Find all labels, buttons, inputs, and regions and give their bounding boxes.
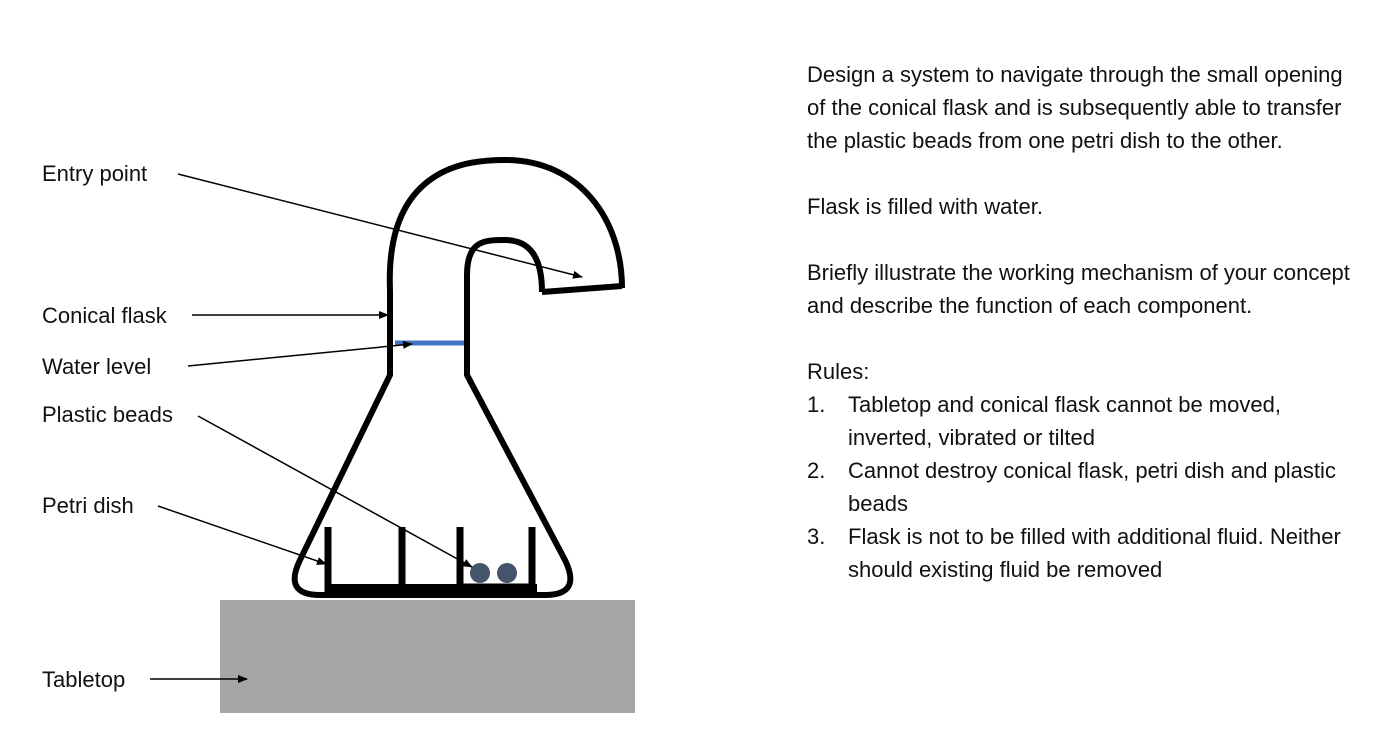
arrow-water-level xyxy=(187,340,413,367)
rule-item: 1. Tabletop and conical flask cannot be … xyxy=(807,388,1367,454)
label-petri-dish: Petri dish xyxy=(42,493,134,518)
rule-item: 3. Flask is not to be filled with additi… xyxy=(807,520,1367,586)
rules-heading: Rules: xyxy=(807,359,870,384)
tabletop xyxy=(220,600,635,713)
label-conical-flask: Conical flask xyxy=(42,303,167,328)
label-tabletop: Tabletop xyxy=(42,667,126,692)
label-plastic-beads: Plastic beads xyxy=(42,402,173,427)
task-description: Design a system to navigate through the … xyxy=(807,62,1343,153)
arrow-petri-dish xyxy=(157,505,327,565)
plastic-bead xyxy=(470,563,490,583)
arrow-entry-point xyxy=(177,173,583,279)
entry-tube-inner xyxy=(464,236,545,293)
illustrate-instruction: Briefly illustrate the working mechanism… xyxy=(807,260,1350,318)
rule-text: Cannot destroy conical flask, petri dish… xyxy=(848,458,1336,516)
water-note: Flask is filled with water. xyxy=(807,194,1043,219)
rule-number: 2. xyxy=(807,458,826,483)
label-water-level: Water level xyxy=(42,354,152,379)
rule-text: Flask is not to be filled with additiona… xyxy=(848,524,1341,582)
petri-dish-right xyxy=(456,527,536,591)
flask-base xyxy=(325,584,537,596)
rule-number: 1. xyxy=(807,392,826,417)
rule-number: 3. xyxy=(807,524,826,549)
rule-item: 2. Cannot destroy conical flask, petri d… xyxy=(807,454,1367,520)
entry-opening-edge xyxy=(541,283,623,295)
plastic-bead xyxy=(497,563,517,583)
label-entry-point: Entry point xyxy=(42,161,148,186)
arrow-plastic-beads xyxy=(197,415,473,568)
rule-text: Tabletop and conical flask cannot be mov… xyxy=(848,392,1281,450)
petri-dish-left xyxy=(324,527,406,594)
entry-tube-outer xyxy=(386,156,625,291)
rules-list: 1. Tabletop and conical flask cannot be … xyxy=(807,388,1367,586)
instructions-panel: Design a system to navigate through the … xyxy=(807,58,1367,586)
